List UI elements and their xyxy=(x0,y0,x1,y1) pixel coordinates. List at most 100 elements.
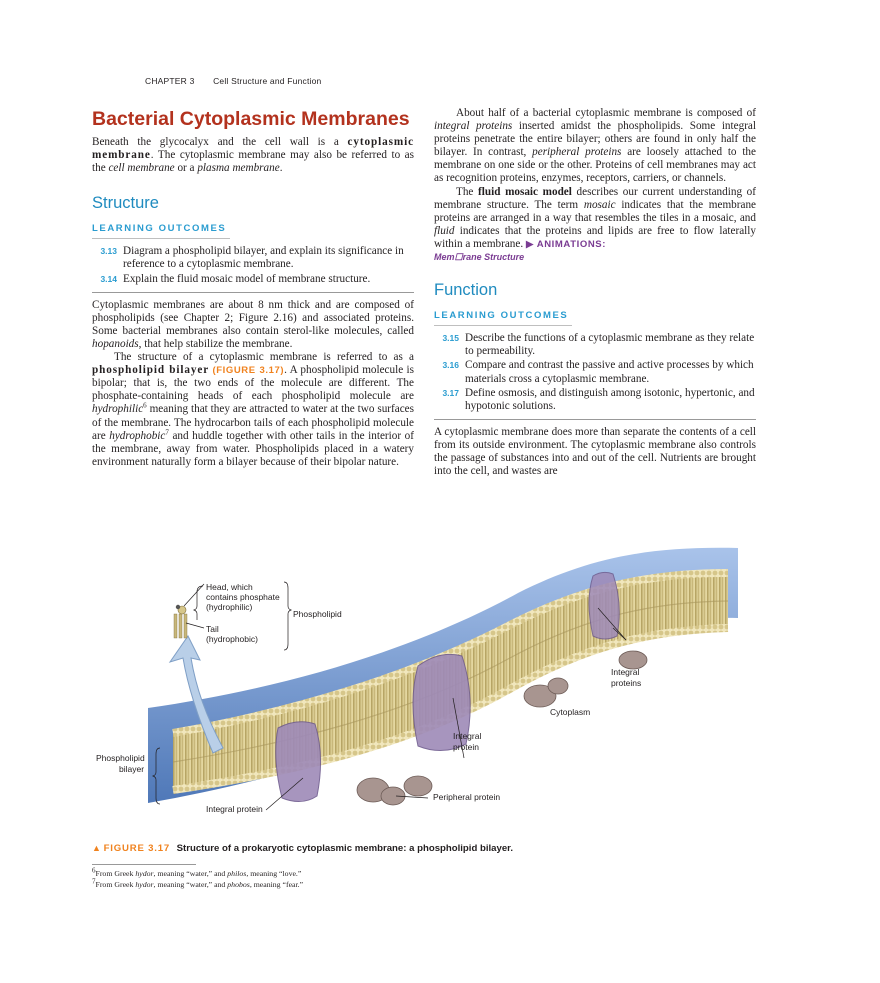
label-integral-proteins: proteins xyxy=(611,678,641,688)
text: and huddle together with other tails in … xyxy=(92,429,414,468)
outcome-number: 3.16 xyxy=(442,360,459,371)
text: From Greek xyxy=(95,869,136,878)
divider xyxy=(92,291,414,293)
outcome-number: 3.13 xyxy=(100,246,117,257)
running-head: CHAPTER 3 Cell Structure and Function xyxy=(145,76,321,86)
learning-outcome: 3.16 Compare and contrast the passive and… xyxy=(434,359,756,385)
label-tail: (hydrophobic) xyxy=(206,634,258,644)
chapter-label: CHAPTER 3 xyxy=(145,76,195,86)
text: indicates that the membrane proteins are… xyxy=(434,198,756,224)
peripheral-proteins xyxy=(356,650,648,806)
label-phospholipid: Phospholipid xyxy=(293,609,342,619)
outcome-number: 3.17 xyxy=(442,387,459,398)
body-paragraph: About half of a bacterial cytoplasmic me… xyxy=(434,107,756,186)
term: hydor xyxy=(135,879,154,889)
text: or a xyxy=(174,162,198,175)
learning-outcome: 3.13 Diagram a phospholipid bilayer, and … xyxy=(92,245,414,271)
text: , that help stabilize the membrane. xyxy=(138,337,293,350)
footnote-marker[interactable]: 6 xyxy=(143,401,147,410)
learning-outcome: 3.15 Describe the functions of a cytoplas… xyxy=(434,332,756,358)
text: Beneath the glycocalyx and the cell wall… xyxy=(92,136,348,148)
footnote: 7From Greek hydor, meaning “water,” and … xyxy=(92,876,304,891)
label-peripheral-protein: Peripheral protein xyxy=(433,792,500,802)
figure-label: FIGURE 3.17 xyxy=(103,843,170,854)
term: plasma membrane xyxy=(197,162,280,175)
outcome-text: Describe the functions of a cytoplasmic … xyxy=(465,332,755,358)
term: mosaic xyxy=(583,198,616,211)
integral-proteins xyxy=(275,571,620,802)
text: are loosely attached to the membrane on … xyxy=(434,146,756,185)
left-column: Bacterial Cytoplasmic Membranes Beneath … xyxy=(92,100,414,469)
outcome-text: Define osmosis, and distinguish among is… xyxy=(465,386,755,412)
text: , meaning “water,” and xyxy=(153,869,228,878)
figure-labels: Head, which contains phosphate (hydrophi… xyxy=(96,582,641,814)
footnotes: 6From Greek hydor, meaning “water,” and … xyxy=(92,866,304,891)
footnote-number: 7 xyxy=(92,876,96,885)
body-paragraph: Cytoplasmic membranes are about 8 nm thi… xyxy=(92,299,414,351)
animation-title-link[interactable]: Mem☐rane Structure xyxy=(434,252,525,263)
outcome-number: 3.15 xyxy=(442,333,459,344)
chapter-title: Cell Structure and Function xyxy=(213,76,322,86)
term: phobos xyxy=(227,879,250,889)
magnify-arrow-icon xyxy=(168,635,224,754)
footnote: 6From Greek hydor, meaning “water,” and … xyxy=(92,866,303,880)
term: hopanoids xyxy=(92,337,139,350)
subsection-heading-structure: Structure xyxy=(92,194,159,213)
text: indicates that the proteins and lipids a… xyxy=(434,224,756,250)
text: Cytoplasmic membranes are about 8 nm thi… xyxy=(92,298,414,337)
footnote-number: 6 xyxy=(92,866,96,875)
outcome-text: Explain the fluid mosaic model of membra… xyxy=(123,272,371,285)
learning-outcomes-title: LEARNING OUTCOMES xyxy=(92,222,230,240)
animations-link[interactable]: ▶ ANIMATIONS: xyxy=(525,238,606,250)
text: The xyxy=(456,185,479,198)
label-bilayer: Phospholipid xyxy=(96,753,145,763)
learning-outcomes-title: LEARNING OUTCOMES xyxy=(434,309,572,327)
body-paragraph: The fluid mosaic model describes our cur… xyxy=(434,186,756,265)
text: About half of a bacterial cytoplasmic me… xyxy=(456,107,756,119)
subsection-heading-function: Function xyxy=(434,281,498,300)
label-head: contains phosphate xyxy=(206,592,280,602)
footnote-marker[interactable]: 7 xyxy=(165,427,169,436)
figure-caption: ▲ FIGURE 3.17 Structure of a prokaryotic… xyxy=(92,843,513,854)
text: . A phospholipid molecule is bipolar; th… xyxy=(92,364,414,403)
text: describes our current understanding of m… xyxy=(434,185,757,211)
figure-reference-link[interactable]: (FIGURE 3.17) xyxy=(212,365,285,377)
section-heading: Bacterial Cytoplasmic Membranes xyxy=(92,108,410,130)
divider xyxy=(434,418,756,420)
right-column: About half of a bacterial cytoplasmic me… xyxy=(434,107,756,478)
term: peripheral proteins xyxy=(532,146,622,159)
text: inserted amidst the phospholipids. Some … xyxy=(434,120,756,159)
phospholipid-detail xyxy=(173,604,188,639)
triangle-icon: ▲ xyxy=(92,843,101,853)
footnote-divider xyxy=(92,864,196,865)
text: , meaning “love.” xyxy=(246,869,302,878)
label-integral-proteins: Integral xyxy=(611,667,639,677)
term: hydor xyxy=(135,869,154,878)
label-head: Head, which xyxy=(206,582,253,592)
intro-paragraph: Beneath the glycocalyx and the cell wall… xyxy=(92,136,414,175)
text: meaning that they are attracted to water… xyxy=(92,403,414,442)
label-bilayer: bilayer xyxy=(119,764,144,774)
label-integral-protein: Integral protein xyxy=(206,804,263,814)
term: cell membrane xyxy=(108,162,175,175)
learning-outcome: 3.17 Define osmosis, and distinguish amon… xyxy=(434,387,756,413)
term: phospholipid bilayer xyxy=(92,364,210,377)
outcome-text: Compare and contrast the passive and act… xyxy=(465,359,754,385)
term: fluid xyxy=(434,224,455,237)
body-paragraph: The structure of a cytoplasmic membrane … xyxy=(92,351,414,469)
label-integral-protein: protein xyxy=(453,742,479,752)
text: , meaning “fear.” xyxy=(249,879,304,889)
text: . The cytoplasmic membrane may also be r… xyxy=(92,149,414,175)
outcome-text: Diagram a phospholipid bilayer, and expl… xyxy=(123,245,404,271)
membrane-figure: Head, which contains phosphate (hydrophi… xyxy=(96,547,738,814)
label-head: (hydrophilic) xyxy=(206,602,252,612)
label-tail: Tail xyxy=(206,624,219,634)
term: cytoplasmic membrane xyxy=(92,136,414,162)
body-paragraph: A cytoplasmic membrane does more than se… xyxy=(434,425,756,478)
term: philos xyxy=(227,869,247,878)
caption-text: Structure of a prokaryotic cytoplasmic m… xyxy=(176,843,514,854)
text: , meaning “water,” and xyxy=(153,879,228,889)
label-integral-protein: Integral xyxy=(453,731,481,741)
text: . xyxy=(279,162,283,175)
